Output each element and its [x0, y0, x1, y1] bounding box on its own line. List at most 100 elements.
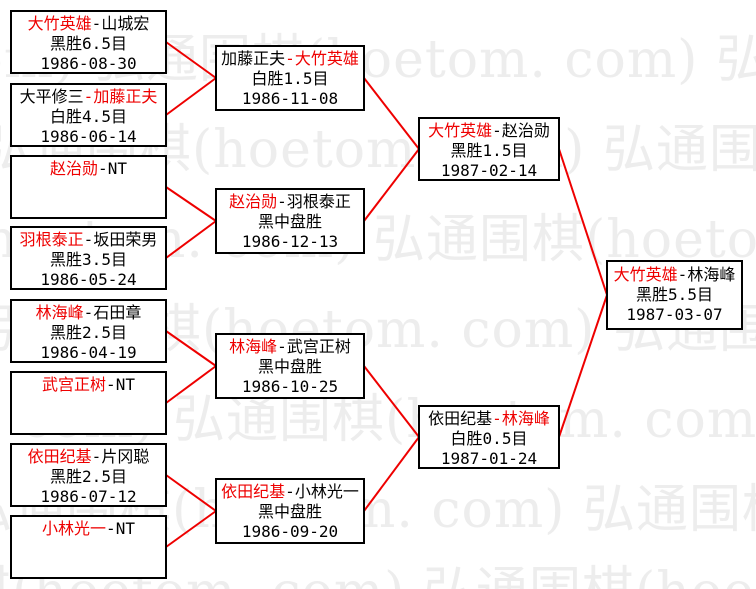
- matchup-line: 赵治勋-羽根泰正: [217, 192, 363, 212]
- player2-name: 赵治勋: [501, 121, 550, 140]
- player2-name: 羽根泰正: [286, 192, 351, 211]
- connector-line: [165, 77, 217, 116]
- matchup-line: 林海峰-武宫正树: [217, 337, 363, 357]
- match-date: 1986-12-13: [241, 232, 339, 251]
- connector-line: [165, 41, 217, 79]
- hyphen-separator: -: [277, 337, 287, 356]
- connector-line: [363, 365, 420, 438]
- player2-name: 山城宏: [101, 14, 150, 33]
- player2-name: 坂田荣男: [93, 230, 158, 249]
- connector-line: [165, 365, 217, 404]
- matchup-line: 小林光一-NT: [12, 519, 165, 539]
- player1-name: 依田纪基: [428, 409, 493, 428]
- player1-name: 赵治勋: [50, 159, 99, 178]
- matchup-line: 大竹英雄-林海峰: [608, 265, 741, 285]
- hyphen-separator: -: [285, 49, 295, 68]
- hyphen-separator: -: [91, 14, 102, 33]
- connector-line: [165, 220, 217, 259]
- player1-name: 林海峰: [35, 303, 84, 322]
- match-date: 1986-11-08: [241, 89, 339, 108]
- match-result: 黑胜3.5目: [50, 250, 127, 269]
- hyphen-separator: -: [106, 519, 116, 538]
- match-result: 白胜0.5目: [450, 429, 528, 448]
- player1-name: 武宫正树: [42, 375, 107, 394]
- player1-name: 大竹英雄: [613, 265, 678, 284]
- match-result: 白胜4.5目: [50, 107, 127, 126]
- match-box-round-1-6: 武宫正树-NT: [10, 371, 167, 435]
- connector-line: [363, 77, 420, 150]
- match-date: 1987-01-24: [440, 449, 538, 468]
- match-date: 1986-06-14: [40, 127, 137, 146]
- hyphen-separator: -: [98, 159, 108, 178]
- match-date: 1986-05-24: [40, 270, 137, 289]
- connector-line: [558, 148, 608, 296]
- matchup-line: 羽根泰正-坂田荣男: [12, 230, 165, 250]
- matchup-line: 依田纪基-小林光一: [217, 482, 363, 502]
- player2-name: NT: [107, 159, 127, 178]
- connector-line: [165, 474, 217, 512]
- match-result: 黑胜5.5目: [636, 285, 713, 304]
- match-result: 黑胜2.5目: [50, 323, 127, 342]
- matchup-line: 武宫正树-NT: [12, 375, 165, 395]
- match-date: 1986-09-20: [241, 522, 339, 541]
- watermark-text-row: 弘通围棋(hoetom. com) 弘通围棋(hoetom. com) 弘通围棋…: [0, 566, 756, 589]
- match-result: 白胜1.5目: [251, 69, 329, 88]
- player1-name: 大竹英雄: [27, 14, 92, 33]
- matchup-line: 加藤正夫-大竹英雄: [217, 49, 363, 69]
- connector-line: [165, 330, 217, 367]
- match-result: 黑胜6.5目: [50, 34, 127, 53]
- match-date: 1986-10-25: [241, 377, 339, 396]
- matchup-line: 赵治勋-NT: [12, 159, 165, 179]
- hyphen-separator: -: [492, 409, 502, 428]
- player1-name: 依田纪基: [221, 482, 286, 501]
- connector-line: [363, 148, 420, 222]
- player2-name: NT: [115, 519, 135, 538]
- player1-name: 羽根泰正: [19, 230, 84, 249]
- player1-name: 大竹英雄: [428, 121, 493, 140]
- match-result: 黑中盘胜: [257, 212, 322, 231]
- match-date: 1987-03-07: [626, 305, 723, 324]
- player1-name: 大平修三: [19, 87, 84, 106]
- hyphen-separator: -: [492, 121, 502, 140]
- connector-line: [165, 510, 217, 548]
- match-date: 1986-04-19: [40, 343, 137, 362]
- player2-name: 小林光一: [294, 482, 359, 501]
- hyphen-separator: -: [91, 447, 102, 466]
- hyphen-separator: -: [83, 87, 94, 106]
- matchup-line: 依田纪基-片冈聪: [12, 447, 165, 467]
- hyphen-separator: -: [277, 192, 287, 211]
- match-date: 1987-02-14: [440, 161, 538, 180]
- match-result: 黑中盘胜: [257, 357, 322, 376]
- match-box-round-1-8: 小林光一-NT: [10, 515, 167, 579]
- player2-name: 片冈聪: [101, 447, 150, 466]
- player2-name: 林海峰: [501, 409, 550, 428]
- matchup-line: 依田纪基-林海峰: [420, 409, 558, 429]
- matchup-line: 大竹英雄-山城宏: [12, 14, 165, 34]
- player1-name: 依田纪基: [27, 447, 92, 466]
- player2-name: 石田章: [93, 303, 142, 322]
- hyphen-separator: -: [83, 230, 94, 249]
- player2-name: 武宫正树: [286, 337, 351, 356]
- connector-line: [558, 294, 608, 438]
- hyphen-separator: -: [83, 303, 94, 322]
- player1-name: 小林光一: [42, 519, 107, 538]
- player1-name: 赵治勋: [229, 192, 278, 211]
- player1-name: 加藤正夫: [221, 49, 286, 68]
- match-box-round-1-3: 赵治勋-NT: [10, 155, 167, 219]
- matchup-line: 大平修三-加藤正夫: [12, 87, 165, 107]
- player2-name: 林海峰: [687, 265, 736, 284]
- match-result: 黑胜1.5目: [450, 141, 528, 160]
- match-result: 黑胜2.5目: [50, 467, 127, 486]
- player1-name: 林海峰: [229, 337, 278, 356]
- matchup-line: 林海峰-石田章: [12, 303, 165, 323]
